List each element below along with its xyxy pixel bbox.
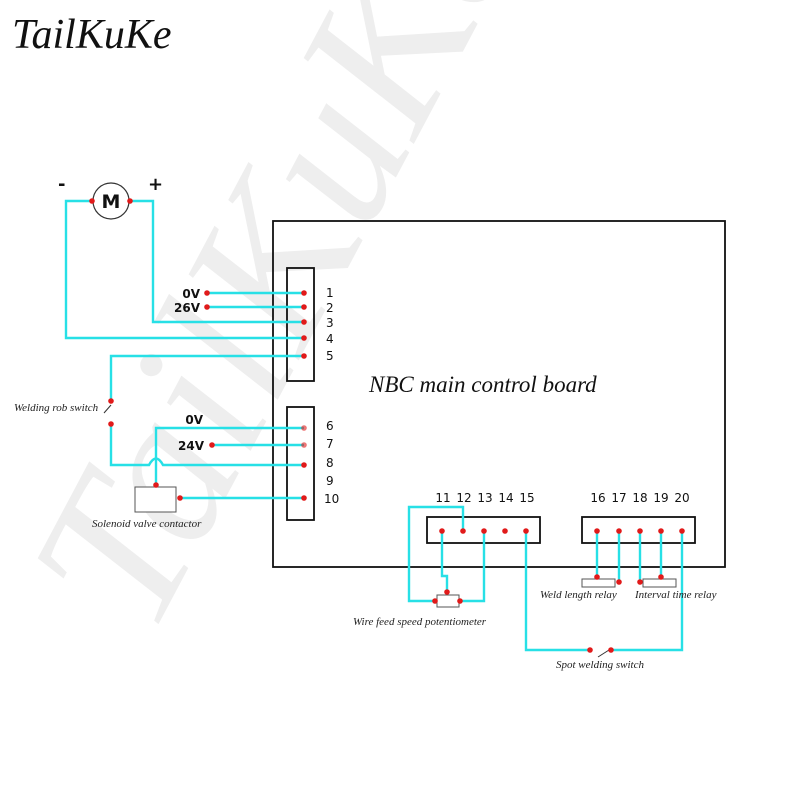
main-control-board — [272, 220, 726, 568]
wire-pin11-pot-wiper — [440, 531, 449, 591]
welding-rob-switch-lever — [103, 404, 112, 414]
pin-number-9: 9 — [326, 474, 334, 488]
terminal-pin5 — [301, 353, 307, 359]
terminal-pin8 — [301, 462, 307, 468]
terminal-solenoid-right — [177, 495, 183, 501]
terminal-24v-supply — [209, 442, 215, 448]
terminal-solenoid-top — [153, 482, 159, 488]
wire-pin6-solenoid — [154, 426, 304, 485]
pin-number-10: 10 — [324, 492, 339, 506]
terminal-weld-relay-a — [594, 574, 600, 580]
pin-number-6: 6 — [326, 419, 334, 433]
terminal-pin2 — [301, 304, 307, 310]
wire-pin12-pot — [407, 505, 465, 603]
terminal-pin14 — [502, 528, 508, 534]
watermark: TailKuKe — [0, 0, 565, 662]
wire-pin15-spot-switch — [524, 531, 590, 652]
pin-number-2: 2 — [326, 301, 334, 315]
pin-number-7: 7 — [326, 437, 334, 451]
pin-number-12: 12 — [456, 491, 471, 505]
connector-d — [581, 516, 696, 544]
connector-b — [286, 406, 315, 521]
terminal-pin20 — [679, 528, 685, 534]
wire-pin20-spot-switch — [611, 531, 684, 652]
terminal-pin16 — [594, 528, 600, 534]
solenoid-valve-contactor — [134, 486, 177, 513]
caption-solenoid-valve-contactor: Solenoid valve contactor — [92, 518, 202, 530]
terminal-26v-supply — [204, 304, 210, 310]
motor-minus-label: - — [58, 174, 65, 195]
terminal-pin18 — [637, 528, 643, 534]
pin-number-19: 19 — [653, 491, 668, 505]
terminal-dots — [89, 198, 685, 653]
terminal-interval-relay-b — [658, 574, 664, 580]
label-0v-pin6: 0V — [185, 413, 203, 427]
pin-number-3: 3 — [326, 316, 334, 330]
interval-time-relay — [642, 578, 677, 588]
terminal-pin19 — [658, 528, 664, 534]
pin-number-20: 20 — [674, 491, 689, 505]
terminal-spot-switch-b — [608, 647, 614, 653]
terminal-rob-switch-a — [108, 398, 114, 404]
terminal-interval-relay-a — [637, 579, 643, 585]
caption-welding-rob-switch: Welding rob switch — [14, 402, 99, 414]
pin-number-1: 1 — [326, 286, 334, 300]
pin-number-15: 15 — [519, 491, 534, 505]
wire-motor-plus-pin3 — [130, 199, 304, 324]
caption-spot-welding-switch: Spot welding switch — [556, 659, 645, 671]
terminal-pot-right — [457, 598, 463, 604]
label-0v-pin1: 0V — [182, 287, 200, 301]
wire-feed-potentiometer — [436, 594, 460, 608]
caption-interval-time-relay: Interval time relay — [634, 589, 717, 601]
terminal-pin17 — [616, 528, 622, 534]
pin-number-14: 14 — [498, 491, 513, 505]
pin-number-13: 13 — [477, 491, 492, 505]
terminal-pin6 — [301, 425, 307, 431]
terminal-pin10 — [301, 495, 307, 501]
wire-pin5-switch — [109, 354, 304, 400]
pin-number-16: 16 — [590, 491, 605, 505]
board-title: NBC main control board — [368, 372, 597, 397]
caption-weld-length-relay: Weld length relay — [540, 589, 617, 601]
spot-welding-switch-lever — [597, 649, 610, 658]
terminal-pot-wiper — [444, 589, 450, 595]
motor-symbol: M — [102, 191, 121, 213]
pin-number-5: 5 — [326, 349, 334, 363]
terminal-pin7 — [301, 442, 307, 448]
pin-number-4: 4 — [326, 332, 334, 346]
label-24v-pin7: 24V — [178, 439, 205, 453]
terminal-weld-relay-b — [616, 579, 622, 585]
wire-pin13-pot — [460, 531, 486, 603]
brand-logo: TailKuKe — [12, 12, 172, 58]
terminal-pin4 — [301, 335, 307, 341]
terminal-pin11 — [439, 528, 445, 534]
pin-number-17: 17 — [611, 491, 626, 505]
terminal-pin12 — [460, 528, 466, 534]
label-26v-pin2: 26V — [174, 301, 201, 315]
connector-a — [286, 267, 315, 382]
pin-number-18: 18 — [632, 491, 647, 505]
terminal-pin1 — [301, 290, 307, 296]
terminal-motor-plus — [127, 198, 133, 204]
pin-number-11: 11 — [435, 491, 450, 505]
terminal-pin3 — [301, 319, 307, 325]
pin-number-8: 8 — [326, 456, 334, 470]
weld-length-relay — [581, 578, 616, 588]
motor-plus-label: + — [148, 174, 163, 195]
wire-motor-minus-pin4 — [64, 199, 304, 340]
terminal-rob-switch-b — [108, 421, 114, 427]
terminal-pin15 — [523, 528, 529, 534]
terminal-motor-minus — [89, 198, 95, 204]
caption-wire-feed-potentiometer: Wire feed speed potentiometer — [353, 616, 487, 628]
terminal-pin13 — [481, 528, 487, 534]
terminal-0v-supply — [204, 290, 210, 296]
terminal-spot-switch-a — [587, 647, 593, 653]
terminal-pot-left — [432, 598, 438, 604]
